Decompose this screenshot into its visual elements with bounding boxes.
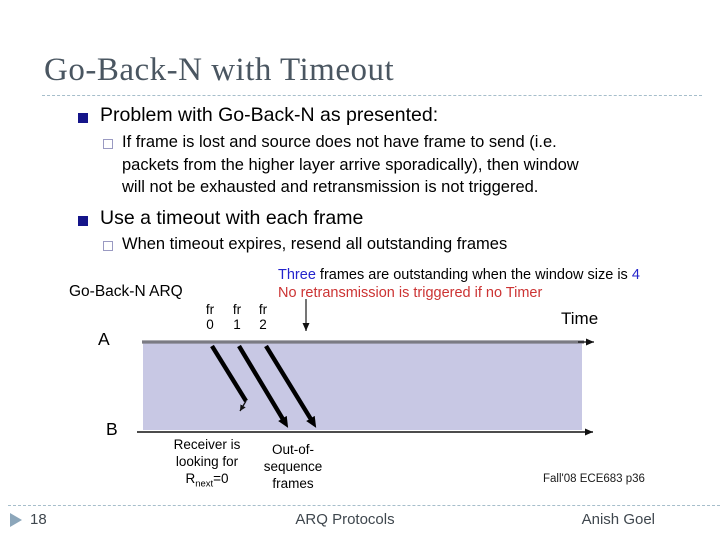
bullet-item-timeout: Use a timeout with each frame: [100, 207, 364, 229]
annotation-window-size: 4: [631, 267, 640, 283]
frame0-arrow: [210, 344, 248, 403]
frame-label-2: fr 2: [251, 302, 275, 332]
annotation-word-three: Three: [278, 267, 316, 283]
oos-note-line: sequence: [263, 459, 323, 474]
frame-label-text: fr: [232, 302, 242, 317]
sub-bullet-resend: When timeout expires, resend all outstan…: [122, 235, 508, 253]
frame2-arrow: [264, 344, 317, 428]
bullet-square-icon: [78, 113, 88, 123]
receiver-note-line: Receiver is: [173, 437, 241, 452]
page-title: Go-Back-N with Timeout: [44, 52, 395, 88]
page-number: 18: [30, 511, 47, 528]
frame-label-text: fr: [258, 302, 268, 317]
bullet-item-problem: Problem with Go-Back-N as presented:: [100, 104, 439, 126]
sub-bullet-square-icon: [103, 139, 113, 149]
footer-divider: [8, 505, 720, 506]
rnext-sub: next: [195, 478, 214, 490]
propagation-band: [143, 343, 582, 430]
frame-number: 2: [259, 316, 267, 332]
footer-course-title: ARQ Protocols: [295, 511, 395, 528]
time-axis-label: Time: [561, 309, 599, 328]
course-credit: Fall'08 ECE683 p36: [543, 473, 645, 485]
receiver-note-line: looking for: [175, 454, 239, 469]
frame-number: 0: [206, 316, 214, 332]
diagram-caption: Go-Back-N ARQ: [69, 283, 183, 300]
frame-label-0: fr 0: [198, 302, 222, 332]
frame-label-text: fr: [205, 302, 215, 317]
bullet-square-icon: [78, 216, 88, 226]
sub-bullet-line: If frame is lost and source does not hav…: [122, 133, 557, 151]
title-divider: [42, 95, 702, 96]
out-of-sequence-note: Out-of- sequence frames: [253, 441, 333, 492]
sub-bullet-frame-lost: If frame is lost and source does not hav…: [122, 131, 579, 199]
annotation-middle-text: frames are outstanding when the window s…: [315, 267, 632, 283]
host-b-label: B: [106, 419, 118, 439]
footer-author: Anish Goel: [581, 511, 655, 528]
receiver-note-rnext: Rnext=0: [163, 470, 251, 493]
oos-note-line: Out-of-: [271, 442, 314, 457]
host-a-label: A: [98, 329, 110, 349]
frame-label-1: fr 1: [225, 302, 249, 332]
rnext-eq: =0: [213, 471, 229, 486]
receiver-note: Receiver is looking for Rnext=0: [163, 436, 251, 493]
frame-number: 1: [233, 316, 241, 332]
sub-bullet-square-icon: [103, 241, 113, 251]
sub-bullet-line: packets from the higher layer arrive spo…: [122, 155, 579, 174]
frame1-arrow: [237, 344, 289, 428]
annotation-no-retransmission: No retransmission is triggered if no Tim…: [278, 285, 543, 301]
annotation-outstanding: Three frames are outstanding when the wi…: [278, 267, 640, 283]
sub-bullet-line: will not be exhausted and retransmission…: [122, 178, 539, 196]
footer-arrow-icon: [10, 513, 22, 527]
oos-note-line: frames: [272, 476, 314, 491]
rnext-r: R: [185, 471, 196, 486]
frame0-lost-tip: [239, 400, 247, 412]
